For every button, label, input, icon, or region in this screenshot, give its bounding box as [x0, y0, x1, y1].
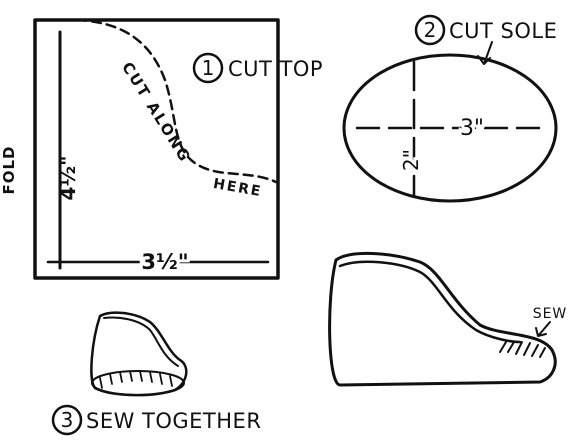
top-height-label: 4½"	[56, 155, 80, 200]
step3-heading: 3 SEW TOGETHER	[51, 404, 261, 436]
step1-title: CUT TOP	[228, 57, 323, 81]
top-pattern-outline	[33, 18, 280, 280]
top-width-label: 3½"	[141, 250, 188, 274]
small-bootie-sole	[91, 370, 185, 396]
step3-title: SEW TOGETHER	[86, 409, 261, 433]
step1-number: 1	[202, 56, 215, 80]
fold-label: FOLD	[0, 145, 18, 194]
cut-here-label: HERE	[212, 176, 264, 200]
sole-width-label: 3"	[460, 116, 484, 141]
step2-heading: 2 CUT SOLE	[414, 14, 557, 46]
sew-label: SEW	[533, 306, 568, 322]
small-bootie	[90, 311, 188, 397]
sole-outline	[342, 53, 558, 203]
bootie-outline	[328, 252, 557, 387]
sole-pattern	[342, 41, 558, 203]
step1-number-circle	[192, 52, 224, 84]
bootie-stitches	[499, 341, 546, 358]
bootie-collar	[338, 260, 522, 344]
cut-line	[60, 18, 278, 184]
small-bootie-stitches	[99, 370, 173, 389]
step3-number-circle	[51, 404, 83, 436]
step3-number: 3	[61, 408, 74, 432]
step1-heading: 1 CUT TOP	[192, 52, 323, 84]
cut-along-label: CUT ALONG	[118, 59, 194, 166]
sole-arrow-icon	[477, 41, 493, 65]
bootie-side-view	[328, 252, 557, 387]
step2-number-circle	[414, 14, 446, 46]
step2-number: 2	[424, 18, 437, 42]
small-bootie-collar	[103, 316, 179, 367]
sole-height-label: 2"	[399, 149, 423, 171]
sew-arrow-icon	[535, 321, 551, 337]
step2-title: CUT SOLE	[449, 19, 557, 43]
top-pattern	[33, 18, 280, 280]
